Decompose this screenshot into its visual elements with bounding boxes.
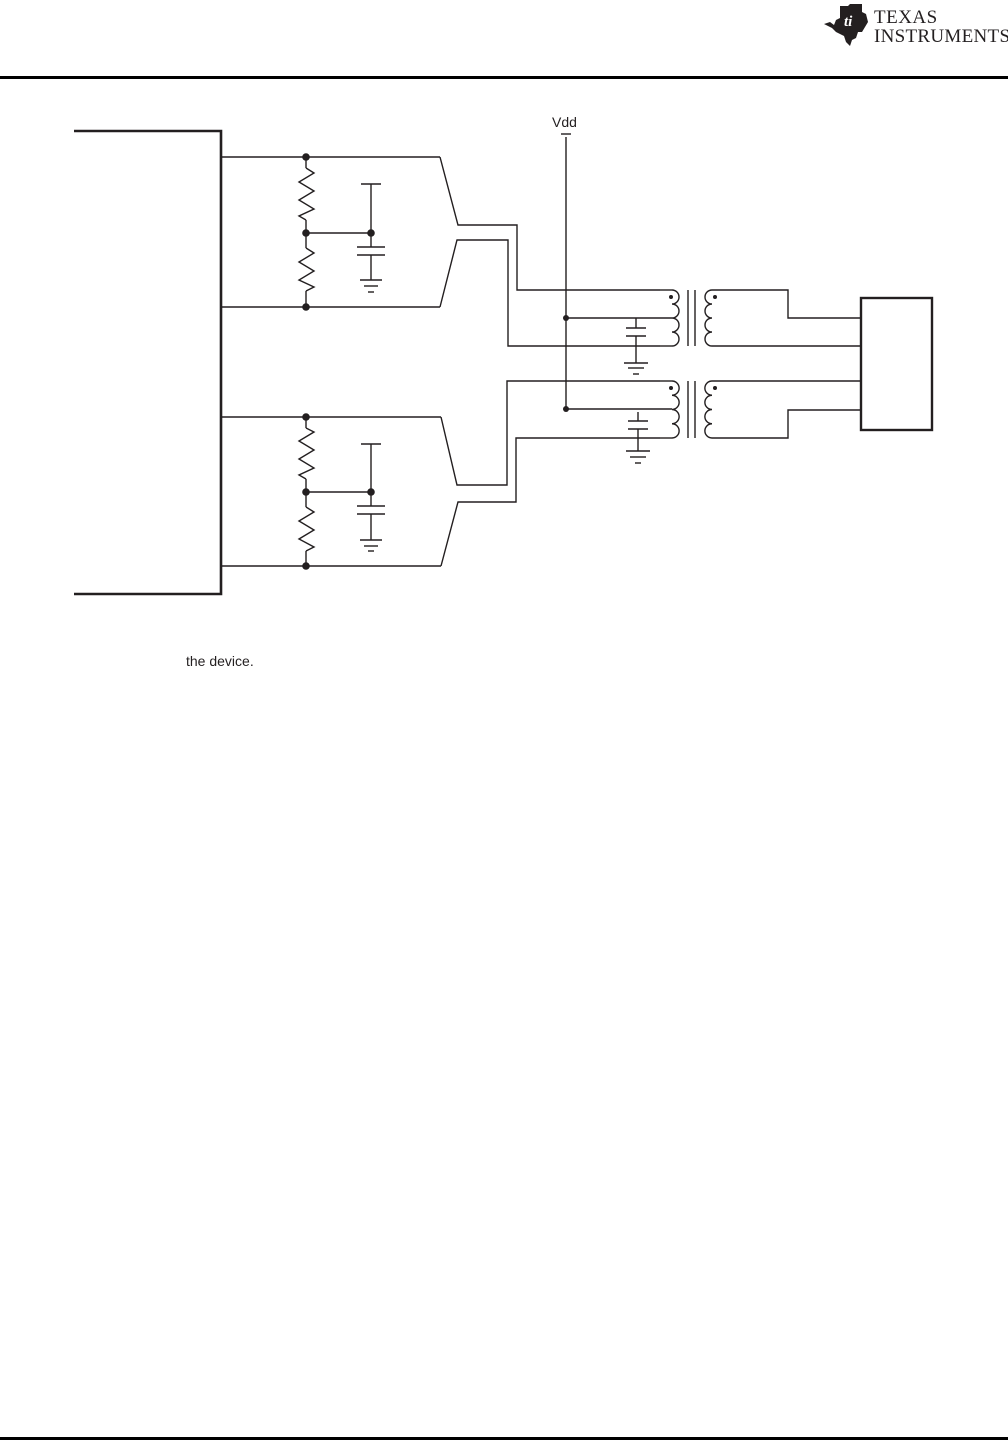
resistor-icon [297,167,316,221]
vdd-rail [561,133,672,410]
vdd-label: Vdd [552,114,577,130]
resistor-icon [297,247,316,292]
left-device-block [74,129,223,596]
ti-logo-icon: ti [824,4,868,46]
channel-2-bias-network [221,380,660,567]
footer-rule [0,1437,1008,1440]
right-connector-block [859,296,934,432]
circuit-schematic: Vdd [74,114,934,596]
transformer-2 [660,380,861,439]
resistor-icon [297,506,316,552]
brand-name: Texas Instruments [874,8,1008,46]
resistor-icon [297,427,316,480]
caption-text: the device. [186,653,254,669]
brand-line-2: Instruments [874,26,1008,47]
ti-logo: ti Texas Instruments [822,2,1008,48]
svg-text:ti: ti [844,14,853,30]
center-tap-capacitor-2 [626,412,650,464]
junction-dots [302,153,717,570]
center-tap-capacitor-1 [624,318,648,375]
transformer-1 [660,289,861,347]
brand-line-1: Texas [874,7,938,28]
channel-1-bias-network [221,156,660,347]
header-rule [0,76,1008,79]
